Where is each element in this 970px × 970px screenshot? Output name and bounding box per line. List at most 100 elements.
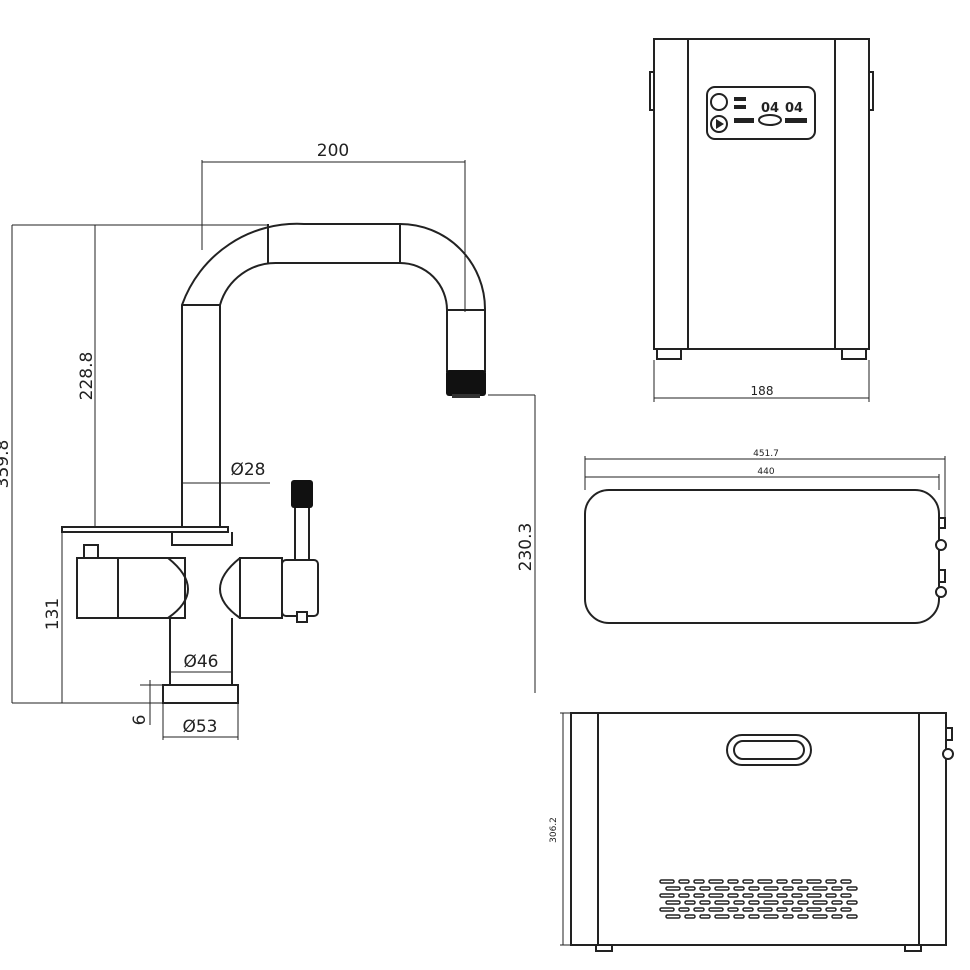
boiler-top-dimension: [584, 456, 946, 518]
boiler-side-view: 306.2: [549, 712, 954, 952]
vent-slot: [757, 907, 773, 912]
boiler-display-panel: 04 04: [706, 86, 816, 140]
faucet-spout: [181, 222, 486, 530]
boiler-top-view: 451.7 440: [584, 449, 947, 624]
vent-slot: [812, 914, 828, 919]
vent-slot: [791, 879, 803, 884]
faucet-dim-height-upper: 228.8: [77, 352, 97, 401]
vent-slot: [776, 879, 788, 884]
boiler-top-dim-inner: 440: [757, 467, 774, 477]
faucet-body: [61, 526, 319, 704]
vent-slot: [831, 914, 843, 919]
vent-slot: [763, 886, 779, 891]
vent-slot: [727, 879, 739, 884]
boiler-front-dim-width: 188: [751, 384, 774, 398]
vent-slot: [742, 893, 754, 898]
vent-slot: [708, 879, 724, 884]
vent-slot: [782, 900, 794, 905]
vent-slot: [763, 914, 779, 919]
vent-slot: [776, 893, 788, 898]
boiler-front-dimension: [653, 360, 870, 402]
vent-slot: [733, 914, 745, 919]
vent-slot: [708, 907, 724, 912]
boiler-top-dim-outer: 451.7: [753, 449, 779, 459]
vent-slot: [757, 879, 773, 884]
vent-slot: [678, 879, 690, 884]
faucet-dim-base-outer: Ø53: [182, 717, 217, 737]
boiler-side-connectors: [942, 727, 954, 760]
boiler-front-view: 04 04 188: [649, 38, 874, 402]
vent-slot: [782, 914, 794, 919]
faucet-dim-base-inner: Ø46: [183, 652, 218, 672]
faucet-dim-height-total: 359.8: [0, 440, 13, 489]
boiler-side-dim-height: 306.2: [549, 817, 559, 843]
vent-slot: [727, 893, 739, 898]
vent-slot: [684, 914, 696, 919]
aerator: [446, 370, 486, 398]
vent-slot: [678, 893, 690, 898]
vent-slot: [797, 914, 809, 919]
vent-slot: [806, 907, 822, 912]
vent-slot: [659, 893, 675, 898]
vent-slot: [846, 900, 858, 905]
vent-slot: [742, 879, 754, 884]
vent-slot: [757, 893, 773, 898]
vent-slot: [840, 893, 852, 898]
vent-slot: [782, 886, 794, 891]
faucet-dim-width-top: 200: [317, 141, 349, 161]
display-value-right: 04: [785, 101, 803, 116]
vent-slot: [714, 900, 730, 905]
vent-slot: [748, 914, 760, 919]
vent-slot: [806, 893, 822, 898]
vent-slot: [733, 900, 745, 905]
vent-slot: [831, 900, 843, 905]
faucet-dim-stem-diameter: Ø28: [230, 460, 265, 480]
vent-slot: [665, 886, 681, 891]
display-value-left: 04: [761, 101, 779, 116]
vent-slot: [776, 907, 788, 912]
vent-slot: [812, 886, 828, 891]
vent-slot: [659, 907, 675, 912]
vent-slot: [714, 914, 730, 919]
vent-slot: [797, 886, 809, 891]
faucet-dim-base-thickness: 6: [130, 715, 150, 726]
vent-slot: [665, 900, 681, 905]
vent-slot: [812, 900, 828, 905]
vent-slot: [846, 914, 858, 919]
faucet-side-view: 200 228.8 359.8 Ø28 230.3 131 Ø46 Ø53 6: [0, 141, 536, 740]
vent-slot: [708, 893, 724, 898]
vent-slot: [693, 893, 705, 898]
vent-slot: [846, 886, 858, 891]
vent-slot: [825, 907, 837, 912]
vent-slot: [684, 886, 696, 891]
vent-slot: [791, 893, 803, 898]
faucet-dim-spout-height: 230.3: [516, 523, 536, 572]
boiler-handle-slot: [726, 734, 812, 766]
vent-slot: [797, 900, 809, 905]
play-icon: [710, 115, 728, 133]
vent-slot: [684, 900, 696, 905]
vent-slot: [825, 893, 837, 898]
faucet-dimension-lines: [11, 160, 536, 740]
vent-slot: [665, 914, 681, 919]
vent-slot: [714, 886, 730, 891]
vent-slot: [806, 879, 822, 884]
vent-slot: [825, 879, 837, 884]
boiler-side-dimension: [560, 712, 571, 946]
vent-slot: [699, 886, 711, 891]
vent-slot: [742, 907, 754, 912]
boiler-vents: [659, 879, 858, 919]
vent-slot: [699, 900, 711, 905]
vent-slot: [831, 886, 843, 891]
boiler-foot-right: [841, 348, 867, 360]
vent-slot: [699, 914, 711, 919]
vent-slot: [733, 886, 745, 891]
vent-slot: [678, 907, 690, 912]
vent-slot: [840, 907, 852, 912]
vent-slot: [840, 879, 852, 884]
vent-slot: [693, 879, 705, 884]
vent-slot: [727, 907, 739, 912]
side-foot-left: [595, 944, 613, 952]
vent-slot: [693, 907, 705, 912]
